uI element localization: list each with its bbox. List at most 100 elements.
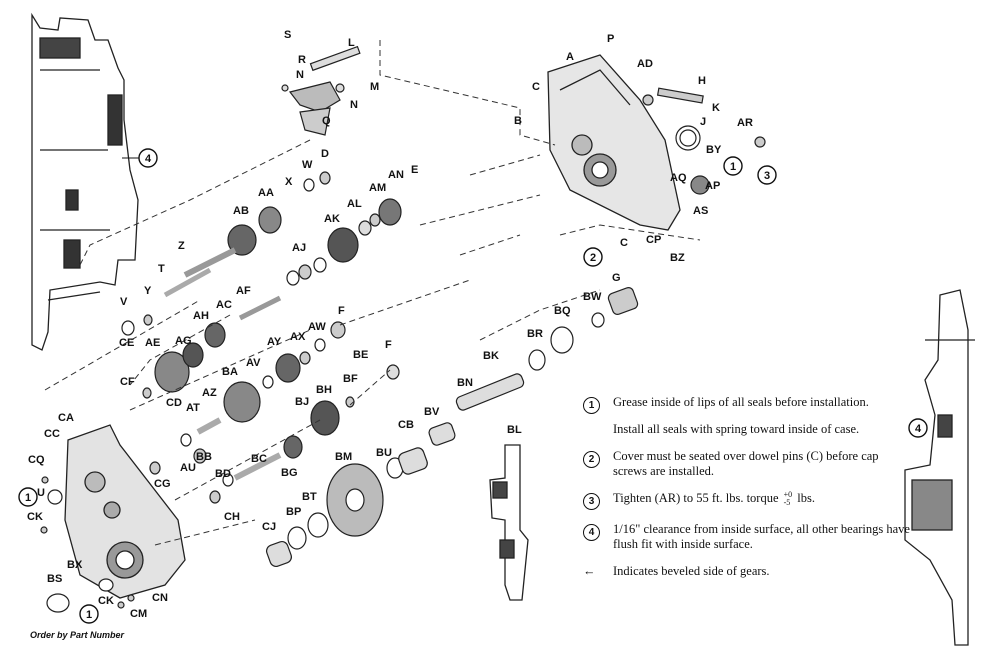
part-label: AM: [369, 182, 386, 194]
part-label: BS: [47, 573, 62, 585]
part-label: E: [411, 164, 418, 176]
bottom-left-housing: [64, 424, 186, 599]
part-label: W: [302, 159, 313, 171]
part-label: BN: [457, 377, 473, 389]
part-label: BX: [67, 559, 83, 571]
part-label: CD: [166, 397, 182, 409]
callout-3-label: 3: [764, 170, 770, 182]
part-label: BV: [424, 406, 440, 418]
part-label: BJ: [295, 396, 309, 408]
callout-3: [757, 165, 777, 185]
part-label: CH: [224, 511, 240, 523]
note-text: 1/16" clearance from inside surface, all…: [613, 522, 910, 551]
order-footer: Order by Part Number: [30, 630, 125, 640]
part-label: V: [120, 296, 128, 308]
part-label: J: [700, 116, 706, 128]
part-label: K: [712, 102, 720, 114]
part-label: Y: [144, 285, 152, 297]
part-label: L: [348, 37, 355, 49]
note-text: Grease inside of lips of all seals befor…: [613, 395, 869, 409]
part-label: CA: [58, 412, 74, 424]
part-label: CG: [154, 478, 171, 490]
part-label: CN: [152, 592, 168, 604]
part-label: BK: [483, 350, 499, 362]
part-label: AQ: [670, 172, 687, 184]
part-label: AY: [267, 336, 282, 348]
part-label: BB: [196, 451, 212, 463]
part-label: AW: [308, 321, 326, 333]
part-label: D: [321, 148, 329, 160]
part-label: C: [532, 81, 540, 93]
callout-4-left-label: 4: [145, 153, 152, 165]
part-label: AR: [737, 117, 753, 129]
part-label: M: [370, 81, 379, 93]
part-label: AS: [693, 205, 708, 217]
callout-2: [583, 247, 603, 267]
part-label: BA: [222, 366, 238, 378]
part-label: AU: [180, 462, 196, 474]
part-label: BE: [353, 349, 368, 361]
note-3: 3 Tighten (AR) to 55 ft. lbs. torque +0 …: [583, 491, 913, 510]
tolerance-upper: +0: [783, 490, 793, 500]
part-label: CM: [130, 608, 147, 620]
part-label: AE: [145, 337, 160, 349]
gear-row-top: [163, 171, 402, 298]
part-label: BH: [316, 384, 332, 396]
note-text: Install all seals with spring toward ins…: [613, 422, 860, 436]
right-housing-section: [904, 289, 975, 646]
part-label: BZ: [670, 252, 685, 264]
note-bevel: ← Indicates beveled side of gears.: [583, 564, 913, 579]
dashed-assembly-lines: [44, 40, 701, 546]
part-label: Z: [178, 240, 185, 252]
part-label: BP: [286, 506, 301, 518]
part-label: AX: [290, 331, 306, 343]
part-label: U: [37, 487, 45, 499]
part-label: BG: [281, 467, 298, 479]
shifter-assembly: [281, 45, 361, 136]
part-label: F: [338, 305, 345, 317]
part-label: BY: [706, 144, 722, 156]
note-text: Indicates beveled side of gears.: [613, 564, 770, 578]
part-label: AV: [246, 357, 261, 369]
callout-1-bottom-label: 1: [86, 609, 92, 621]
part-label: AN: [388, 169, 404, 181]
part-label: N: [350, 99, 358, 111]
part-label: AZ: [202, 387, 217, 399]
part-label: AL: [347, 198, 362, 210]
part-label: G: [612, 272, 621, 284]
part-label: A: [566, 51, 574, 63]
part-label: AT: [186, 402, 200, 414]
torque-text: Tighten (AR) to 55 ft. lbs. torque: [613, 491, 779, 505]
part-label: AP: [705, 180, 720, 192]
part-label: CK: [98, 595, 114, 607]
part-label: AG: [175, 335, 192, 347]
callout-1-cover: [723, 156, 743, 176]
callout-1-left-label: 1: [25, 492, 31, 504]
part-label: AC: [216, 299, 232, 311]
part-label: BU: [376, 447, 392, 459]
left-arrow-icon: ←: [583, 564, 596, 578]
part-label: S: [284, 29, 291, 41]
gear-row-bottom: [265, 287, 639, 568]
note-marker: 2: [583, 451, 600, 468]
right-cover-small-parts: [642, 87, 766, 195]
right-cover: [547, 54, 681, 231]
note-4: 4 1/16" clearance from inside surface, a…: [583, 522, 913, 552]
note-marker: 1: [583, 397, 600, 414]
part-label: CK: [27, 511, 43, 523]
callout-1-left: [18, 487, 38, 507]
part-label: AJ: [292, 242, 306, 254]
part-label: BM: [335, 451, 352, 463]
part-label: BR: [527, 328, 543, 340]
part-label: AB: [233, 205, 249, 217]
callout-2-label: 2: [590, 252, 596, 264]
part-label: R: [298, 54, 306, 66]
note-1: 1 Grease inside of lips of all seals bef…: [583, 395, 913, 437]
part-label: CJ: [262, 521, 276, 533]
part-label: AD: [637, 58, 653, 70]
part-label: AA: [258, 187, 274, 199]
callout-1-bottom: [79, 604, 99, 624]
note-2: 2 Cover must be seated over dowel pins (…: [583, 449, 913, 479]
note-marker: 3: [583, 493, 600, 510]
